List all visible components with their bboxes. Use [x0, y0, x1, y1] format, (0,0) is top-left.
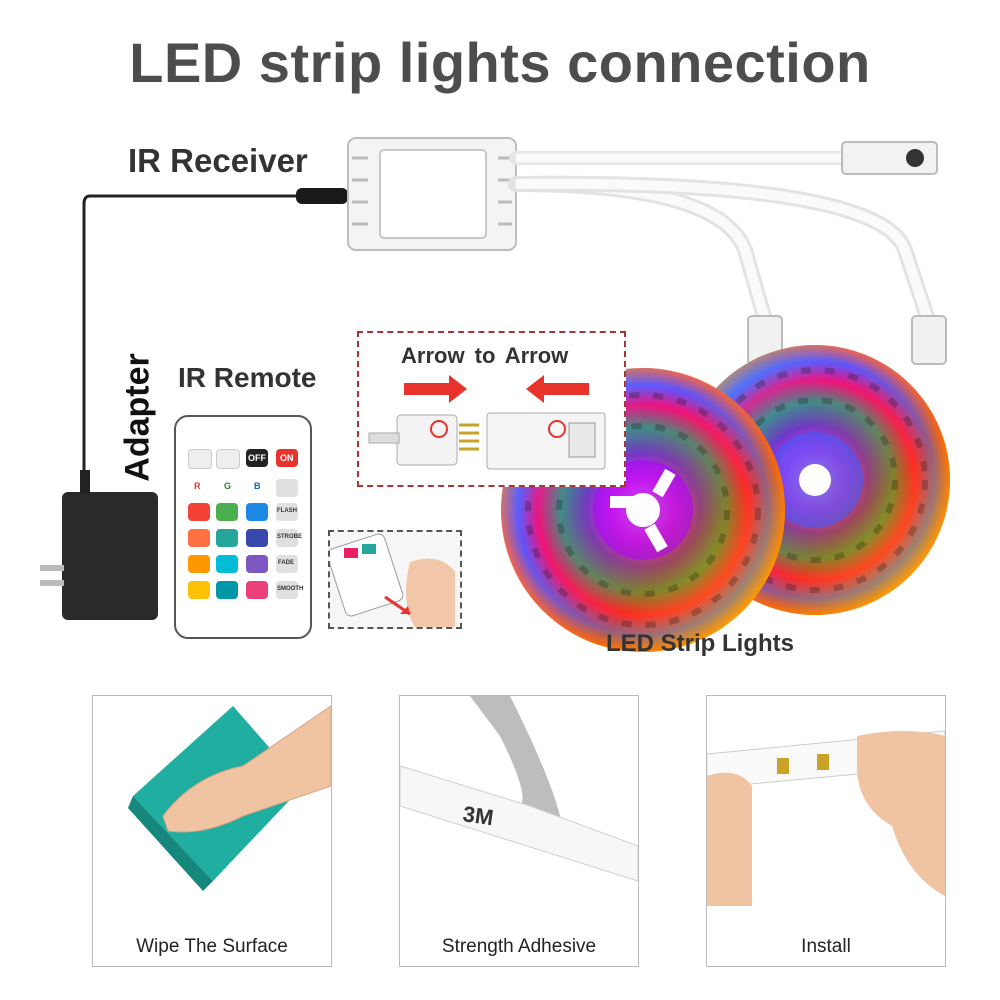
remote-color-button — [188, 529, 210, 547]
remote-color-button — [188, 503, 210, 521]
remote-brightness-up-button — [188, 449, 212, 469]
remote-color-button — [246, 529, 268, 547]
remote-fade-button: FADE — [276, 555, 298, 573]
ir-remote: OFF ON R G B W FLASH STROBE FADE SMOOTH — [174, 415, 312, 639]
dc-jack — [841, 141, 938, 175]
led-strip-lights-label: LED Strip Lights — [606, 630, 794, 657]
3m-tape-text: 3M — [461, 801, 495, 830]
strip-connector-2 — [911, 315, 947, 365]
arrow-to-arrow-label: Arrow to Arrow — [401, 343, 569, 368]
battery-pull-tab-inset — [328, 530, 462, 629]
remote-on-button: ON — [276, 449, 298, 467]
remote-b-label: B — [254, 481, 261, 491]
remote-color-button — [216, 529, 238, 547]
remote-color-button — [246, 555, 268, 573]
power-adapter — [40, 470, 158, 620]
step-caption: Strength Adhesive — [441, 936, 597, 957]
step-wipe-surface-panel: Wipe The Surface — [92, 695, 332, 967]
remote-color-button — [246, 503, 268, 521]
pull-tab-illustration — [330, 533, 455, 627]
remote-color-button — [188, 555, 210, 573]
arrow-to-arrow-inset: Arrow to Arrow — [357, 331, 626, 487]
remote-off-button: OFF — [246, 449, 268, 467]
remote-r-label: R — [194, 481, 201, 491]
adhesive-illustration: 3M — [400, 696, 638, 882]
step-caption: Install — [801, 936, 851, 957]
step-install-panel: Install — [706, 695, 946, 967]
dc-plug — [296, 188, 348, 204]
remote-color-button — [216, 581, 238, 599]
ir-receiver-box — [347, 137, 517, 251]
wipe-illustration — [128, 705, 331, 891]
page-title: LED strip lights connection — [129, 31, 871, 94]
step-caption: Wipe The Surface — [136, 936, 288, 957]
step-adhesive-panel: 3M Strength Adhesive — [399, 695, 639, 967]
install-illustration — [707, 730, 945, 906]
ir-remote-label: IR Remote — [178, 362, 317, 393]
remote-flash-button: FLASH — [276, 503, 298, 521]
remote-white-button — [276, 479, 298, 497]
remote-color-button — [216, 503, 238, 521]
remote-brightness-down-button — [216, 449, 240, 469]
remote-color-button — [246, 581, 268, 599]
adapter-label: Adapter — [118, 353, 157, 482]
remote-g-label: G — [224, 481, 232, 491]
remote-smooth-button: SMOOTH — [276, 581, 303, 599]
remote-color-button — [188, 581, 210, 599]
connector-alignment-illustration — [368, 375, 606, 470]
ir-receiver-label: IR Receiver — [128, 142, 308, 179]
remote-color-button — [216, 555, 238, 573]
remote-strobe-button: STROBE — [276, 529, 302, 547]
